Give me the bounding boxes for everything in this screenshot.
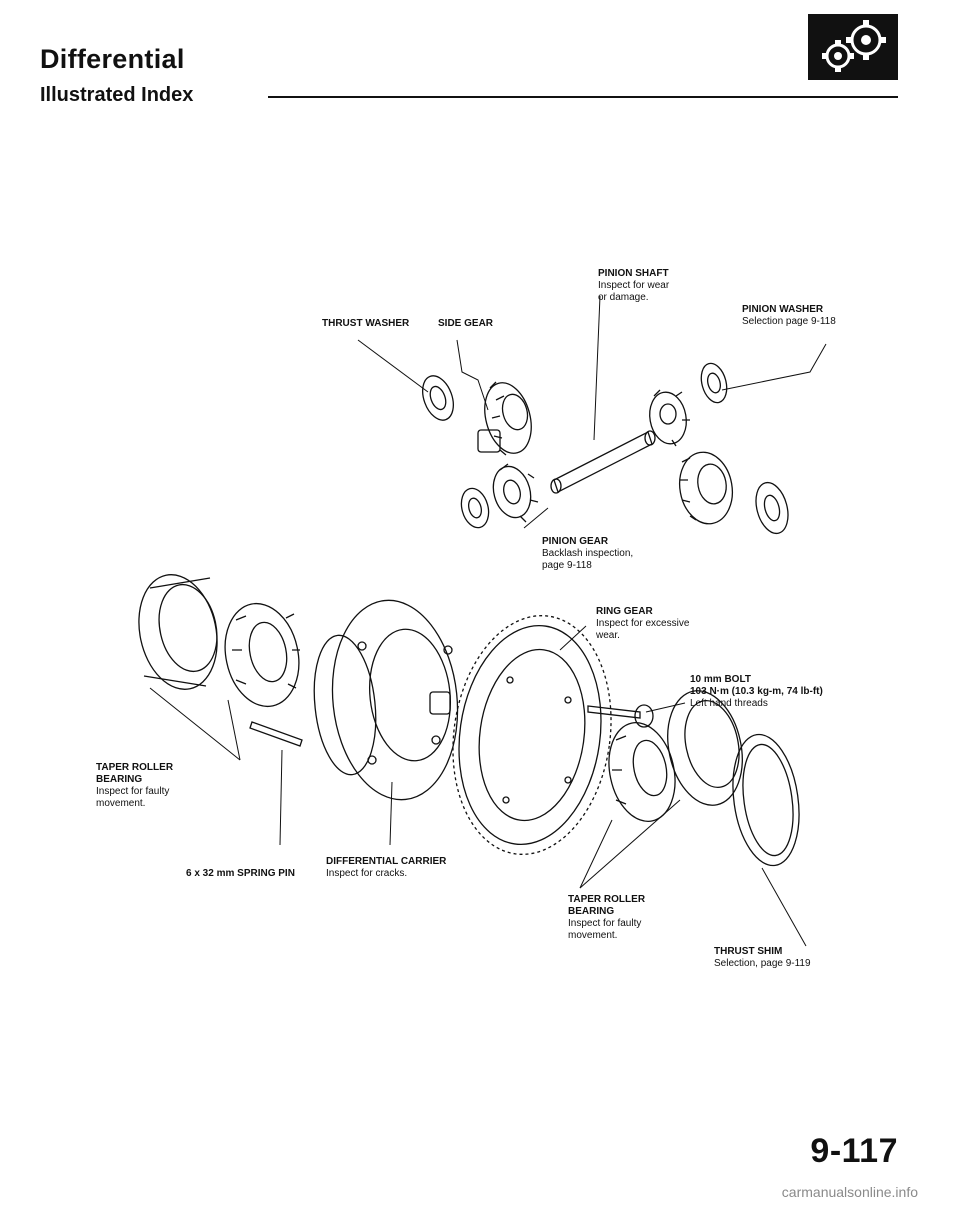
- pinion-gear-right: [649, 362, 728, 447]
- taper-bearing-left-note-1: Inspect for faulty: [96, 786, 170, 797]
- side-gear-left: [477, 381, 532, 456]
- taper-bearing-left-cup: [138, 574, 218, 690]
- header-rule: [268, 96, 898, 98]
- section-subtitle: Illustrated Index: [40, 84, 194, 106]
- taper-bearing-right-cone: [608, 721, 676, 823]
- differential-carrier: [313, 599, 459, 801]
- pinion-washer-note-1: Selection page 9-118: [742, 316, 836, 327]
- spring-pin-shape: [249, 721, 303, 747]
- ring-gear-note-1: Inspect for excessive: [596, 618, 690, 629]
- watermark-text: carmanualsonline.info: [781, 1184, 918, 1200]
- taper-bearing-right-label-2: BEARING: [568, 906, 615, 917]
- pinion-gear-label: PINION GEAR: [542, 536, 609, 547]
- page-title: Differential: [40, 44, 185, 74]
- side-gear-label: SIDE GEAR: [438, 318, 494, 329]
- page-number: 9-117: [810, 1132, 898, 1170]
- pinion-shaft: [550, 430, 656, 494]
- callout-taper-bearing-left: TAPER ROLLER BEARING Inspect for faulty …: [96, 762, 173, 810]
- callout-ring-gear: RING GEAR Inspect for excessive wear.: [596, 606, 689, 642]
- pinion-gear-left: [460, 463, 539, 529]
- taper-bearing-right-note-1: Inspect for faulty: [568, 918, 642, 929]
- bolt-label: 10 mm BOLT: [690, 674, 751, 685]
- callout-thrust-shim: THRUST SHIM Selection, page 9-119: [714, 946, 811, 970]
- thrust-shim-label: THRUST SHIM: [714, 946, 783, 957]
- callout-differential-carrier: DIFFERENTIAL CARRIER Inspect for cracks.: [326, 856, 446, 880]
- taper-bearing-right-label: TAPER ROLLER: [568, 894, 646, 905]
- side-gear-right: [678, 451, 789, 535]
- thrust-shim-note-1: Selection, page 9-119: [714, 958, 811, 969]
- callout-pinion-washer: PINION WASHER Selection page 9-118: [742, 304, 836, 328]
- ring-gear: [452, 615, 612, 855]
- bolt-note-1: Left hand threads: [690, 698, 768, 709]
- callout-bolt: 10 mm BOLT 103 N·m (10.3 kg-m, 74 lb-ft)…: [690, 674, 823, 710]
- ring-gear-note-2: wear.: [596, 630, 620, 641]
- taper-bearing-right-note-2: movement.: [568, 930, 618, 941]
- pinion-gear-note-2: page 9-118: [542, 560, 592, 571]
- thrust-washer-left: [422, 375, 454, 421]
- carrier-label: DIFFERENTIAL CARRIER: [326, 856, 447, 867]
- carrier-note-1: Inspect for cracks.: [326, 868, 408, 879]
- callout-pinion-gear: PINION GEAR Backlash inspection, page 9-…: [542, 536, 633, 572]
- pinion-shaft-note-1: Inspect for wear: [598, 280, 670, 291]
- taper-bearing-left-label-2: BEARING: [96, 774, 143, 785]
- differential-gears-icon: [808, 14, 898, 80]
- taper-bearing-left-note-2: movement.: [96, 798, 146, 809]
- callout-pinion-shaft: PINION SHAFT Inspect for wear or damage.: [598, 268, 669, 304]
- pinion-shaft-note-2: or damage.: [598, 292, 649, 303]
- pinion-shaft-label: PINION SHAFT: [598, 268, 669, 279]
- taper-bearing-left-label: TAPER ROLLER: [96, 762, 174, 773]
- taper-bearing-left-cone: [224, 602, 300, 708]
- pinion-gear-note-1: Backlash inspection,: [542, 548, 634, 559]
- taper-bearing-right-cup: [667, 690, 743, 806]
- ring-gear-label: RING GEAR: [596, 606, 653, 617]
- pinion-washer-label: PINION WASHER: [742, 304, 824, 315]
- spring-pin-label: 6 x 32 mm SPRING PIN: [186, 868, 295, 879]
- bolt-torque-spec: 103 N·m (10.3 kg-m, 74 lb-ft): [690, 686, 823, 697]
- bolt-shape: [587, 704, 654, 728]
- thrust-washer-label: THRUST WASHER: [322, 318, 410, 329]
- thrust-shim-shape: [732, 733, 800, 867]
- callout-taper-bearing-right: TAPER ROLLER BEARING Inspect for faulty …: [568, 894, 645, 942]
